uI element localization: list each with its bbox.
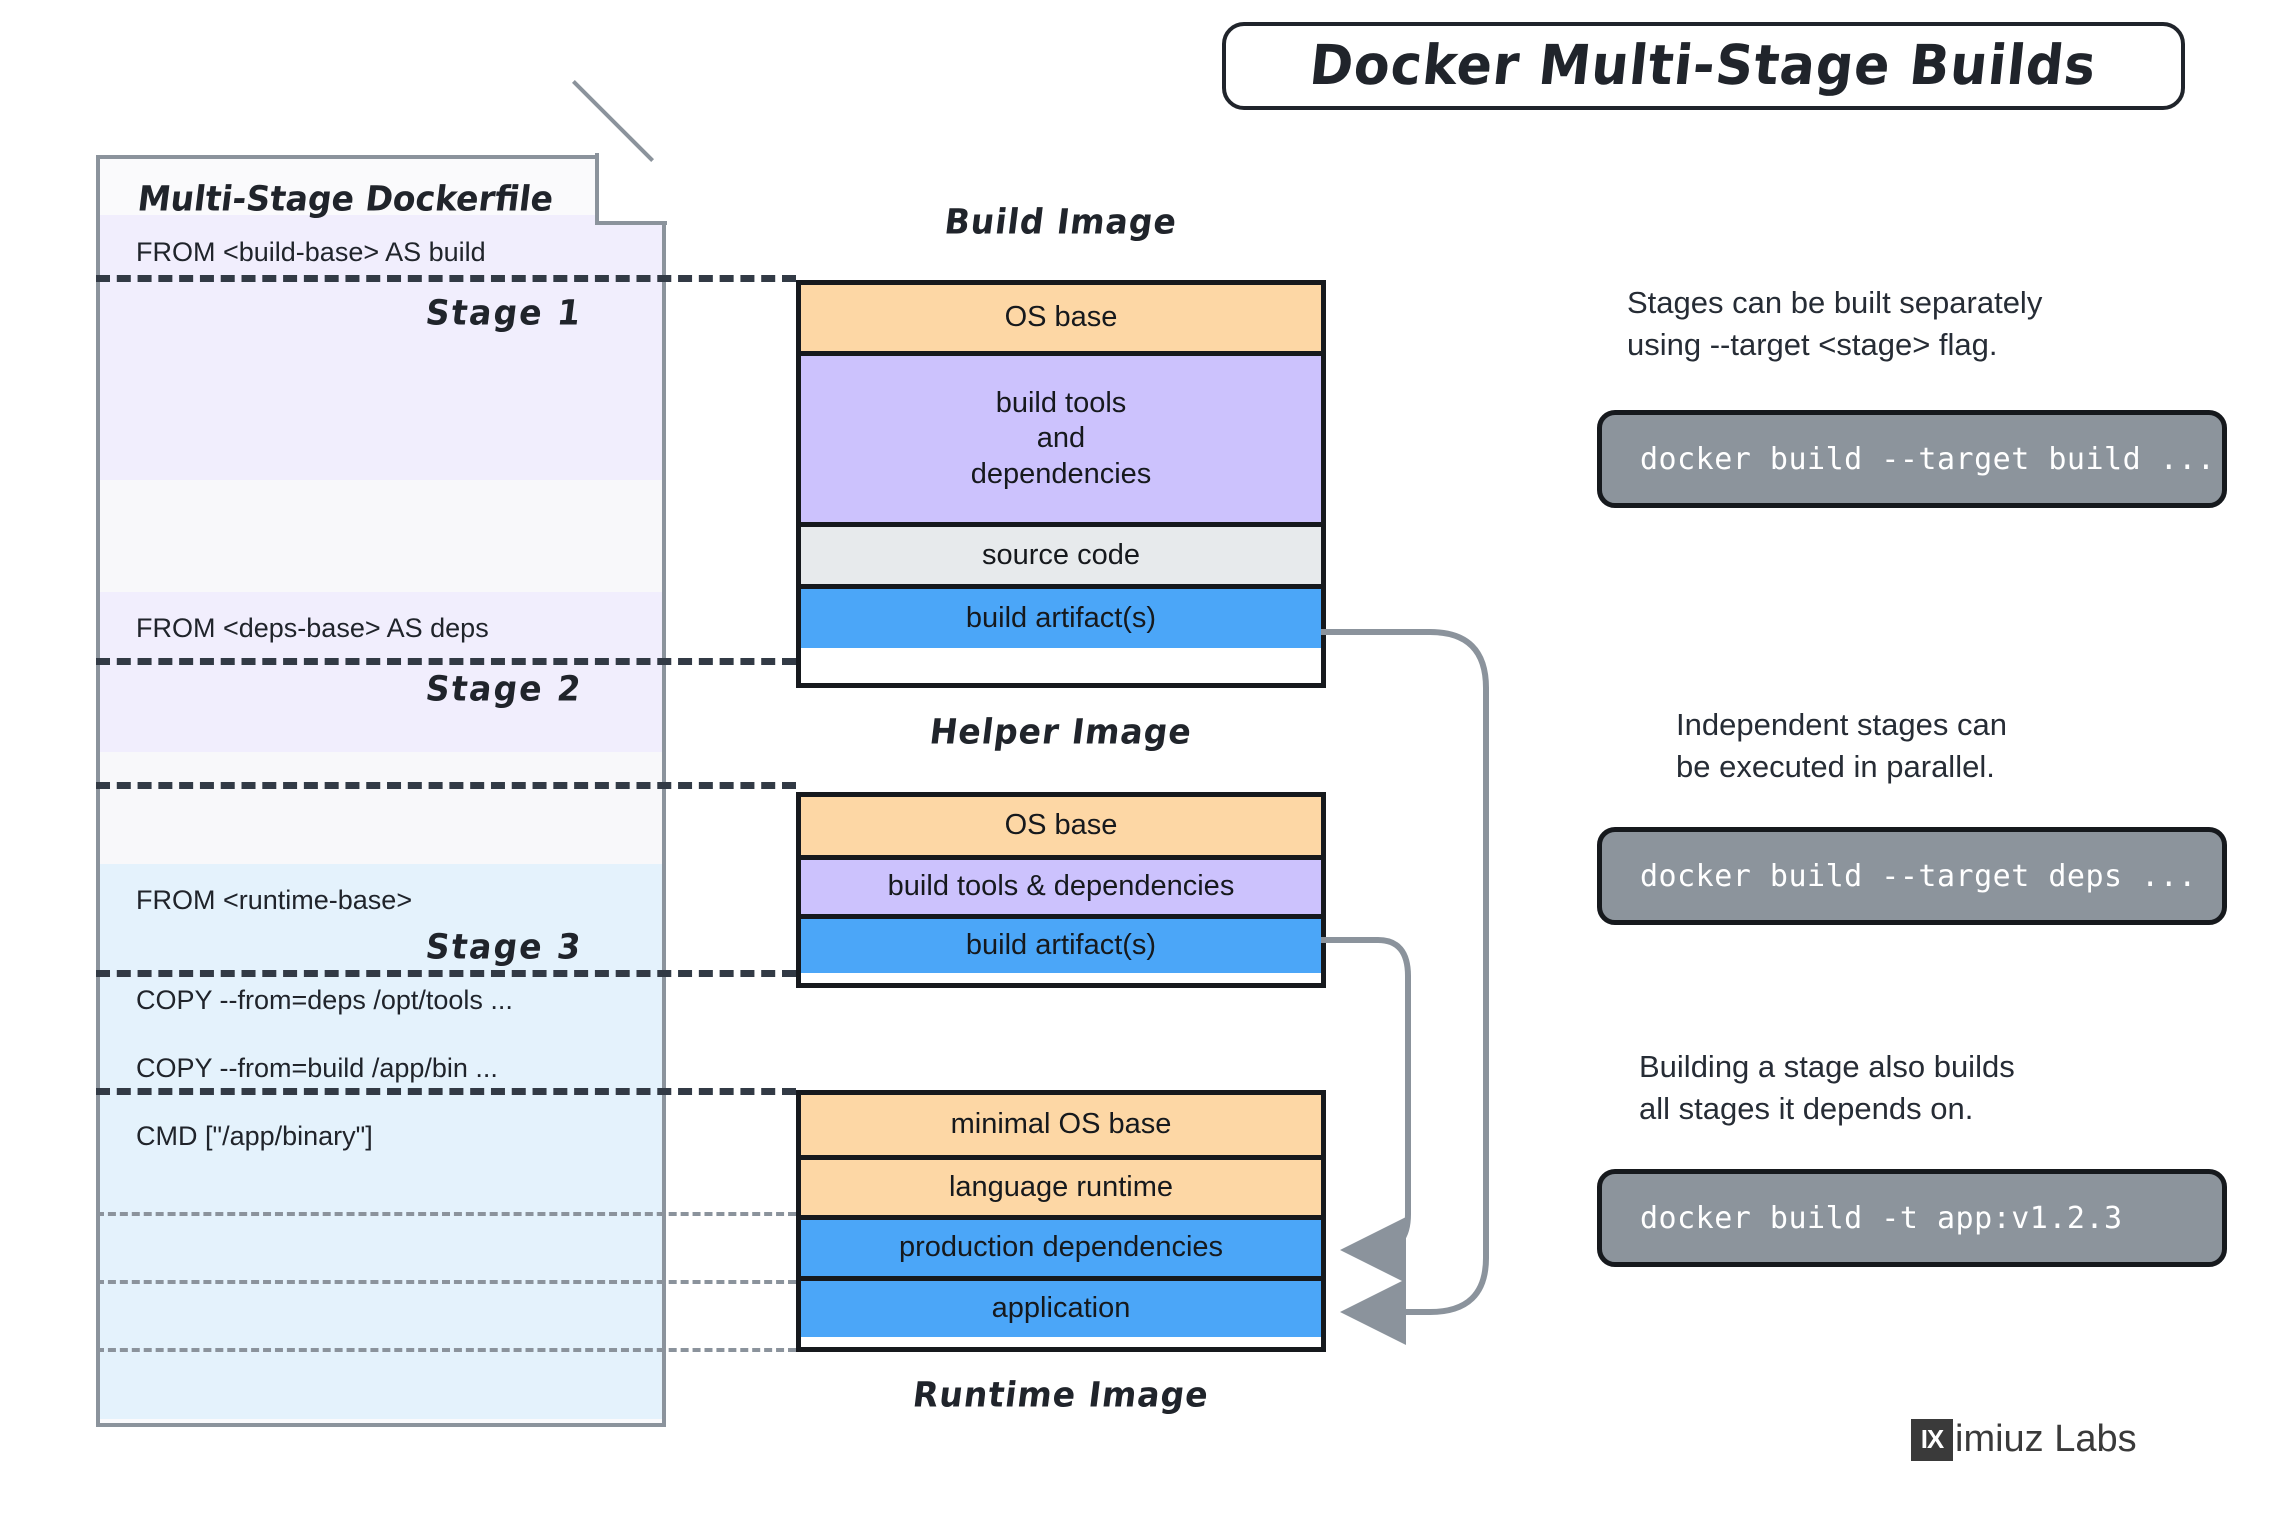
helper-layer-artifact: build artifact(s) (801, 914, 1321, 973)
runtime-layer-prod-deps: production dependencies (801, 1215, 1321, 1276)
build-image-stack: OS base build tools and dependencies sou… (796, 280, 1326, 688)
stage1-band (100, 215, 662, 480)
command-text-2: docker build --target deps ... (1640, 858, 2197, 894)
command-box-1[interactable]: docker build --target build ... (1597, 410, 2227, 508)
page-fold-icon (595, 153, 667, 225)
helper-layer-os-base: OS base (801, 797, 1321, 855)
runtime-layer-minimal-os: minimal OS base (801, 1095, 1321, 1155)
stage3-band (100, 864, 662, 1419)
helper-image-caption: Helper Image (927, 711, 1195, 752)
stage-separator-1 (96, 275, 796, 282)
stage-label-1: Stage 1 (423, 292, 585, 333)
brand-logo: IX imiuz Labs (1911, 1418, 2137, 1461)
page-title: Docker Multi-Stage Builds (1307, 34, 2100, 98)
note-text-2: Independent stages can be executed in pa… (1676, 707, 2007, 784)
gap-band-1 (100, 480, 662, 592)
document-right-edge (662, 155, 666, 1427)
command-box-3[interactable]: docker build -t app:v1.2.3 (1597, 1169, 2227, 1267)
copy-separator-2 (96, 1280, 796, 1284)
copy-separator-3 (96, 1348, 796, 1352)
build-layer-os-base: OS base (801, 285, 1321, 351)
copy-separator-1 (96, 1212, 796, 1216)
note-text-3: Building a stage also builds all stages … (1639, 1049, 2015, 1126)
code-line-from-runtime: FROM <runtime-base> (136, 885, 413, 915)
logo-text: imiuz Labs (1955, 1418, 2137, 1460)
stage-label-2: Stage 2 (423, 668, 585, 709)
runtime-image-caption: Runtime Image (910, 1374, 1212, 1415)
code-line-cmd: CMD ["/app/binary"] (136, 1121, 373, 1151)
runtime-layer-lang-runtime: language runtime (801, 1155, 1321, 1215)
connector-build-to-application (1321, 629, 1489, 1345)
command-box-2[interactable]: docker build --target deps ... (1597, 827, 2227, 925)
build-layer-source: source code (801, 522, 1321, 584)
stage-separator-5 (96, 1088, 796, 1095)
dockerfile-heading: Multi-Stage Dockerfile (135, 178, 556, 219)
dockerfile-document: Multi-Stage Dockerfile FROM <build-base>… (96, 153, 667, 1427)
command-text-1: docker build --target build ... (1640, 441, 2216, 477)
build-layer-tools: build tools and dependencies (801, 351, 1321, 522)
stage2-band (100, 592, 662, 752)
code-line-from-build: FROM <build-base> AS build (136, 237, 486, 267)
helper-image-stack: OS base build tools & dependencies build… (796, 792, 1326, 988)
runtime-image-stack: minimal OS base language runtime product… (796, 1090, 1326, 1352)
diagram-title-box: Docker Multi-Stage Builds (1222, 22, 2185, 110)
stage-separator-3 (96, 782, 796, 789)
code-line-from-deps: FROM <deps-base> AS deps (136, 613, 489, 643)
logo-mark-icon: IX (1911, 1418, 1953, 1461)
command-text-3: docker build -t app:v1.2.3 (1640, 1200, 2123, 1236)
stage-separator-4 (96, 970, 796, 977)
build-layer-artifact: build artifact(s) (801, 584, 1321, 648)
code-line-copy-build: COPY --from=build /app/bin ... (136, 1053, 498, 1083)
connector-deps-to-production (1321, 937, 1411, 1283)
runtime-layer-application: application (801, 1276, 1321, 1337)
note-text-1: Stages can be built separately using --t… (1627, 285, 2043, 362)
helper-layer-tools: build tools & dependencies (801, 855, 1321, 914)
stage-separator-2 (96, 658, 796, 665)
build-image-caption: Build Image (942, 201, 1180, 242)
code-line-copy-deps: COPY --from=deps /opt/tools ... (136, 985, 513, 1015)
stage-label-3: Stage 3 (423, 926, 585, 967)
gap-band-2 (100, 752, 662, 864)
